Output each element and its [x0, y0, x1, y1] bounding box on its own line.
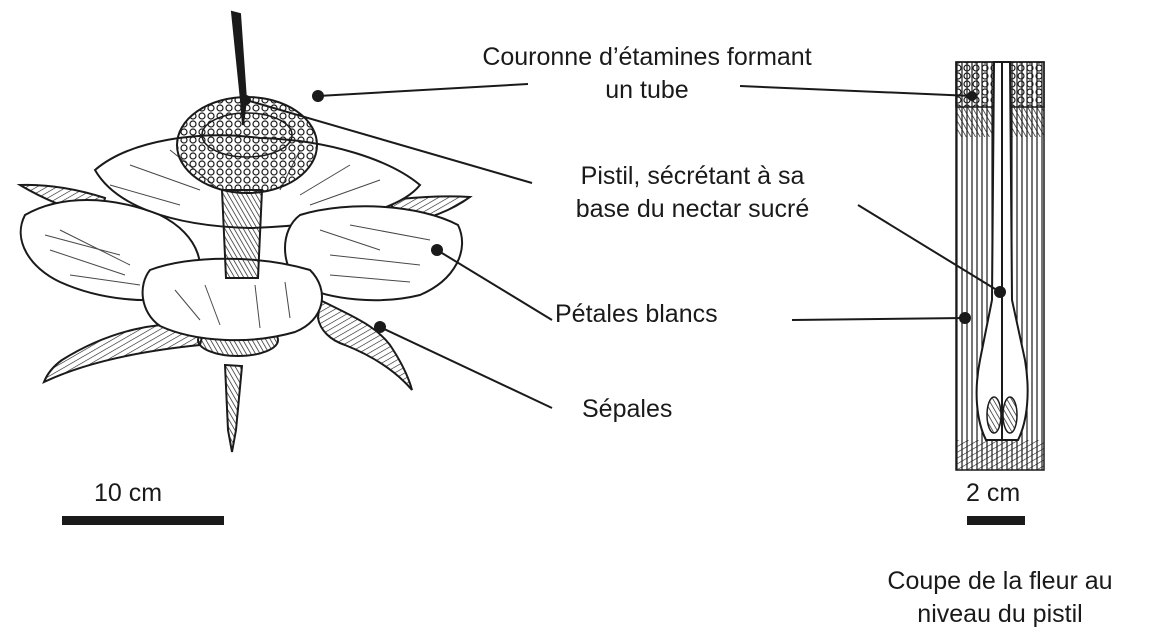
stamen-tube — [222, 190, 262, 278]
caption-section: Coupe de la fleur au niveau du pistil — [855, 565, 1145, 631]
label-pistil-line1: Pistil, sécrétant à sa — [535, 160, 850, 193]
scale-label-flower: 10 cm — [94, 477, 162, 510]
scale-label-section: 2 cm — [966, 477, 1020, 510]
flower-stem — [225, 365, 242, 452]
leader-petals-section — [792, 318, 965, 320]
leader-petals-flower — [437, 250, 552, 320]
label-stamens: Couronne d’étamines formant un tube — [432, 41, 862, 107]
leader-sepals — [380, 327, 552, 408]
label-pistil-line2: base du nectar sucré — [535, 193, 850, 226]
scale-bar-section — [967, 516, 1025, 525]
caption-line1: Coupe de la fleur au — [855, 565, 1145, 598]
section-illustration — [956, 62, 1044, 470]
label-sepals: Sépales — [582, 393, 672, 426]
caption-line2: niveau du pistil — [855, 598, 1145, 631]
label-stamens-line1: Couronne d’étamines formant — [432, 41, 862, 74]
sepal-right — [318, 300, 412, 390]
stamen-crown — [177, 97, 317, 193]
flower-illustration — [20, 12, 470, 452]
label-petals: Pétales blancs — [555, 298, 718, 331]
label-stamens-line2: un tube — [432, 74, 862, 107]
label-pistil: Pistil, sécrétant à sa base du nectar su… — [535, 160, 850, 226]
scale-bar-flower — [62, 516, 224, 525]
